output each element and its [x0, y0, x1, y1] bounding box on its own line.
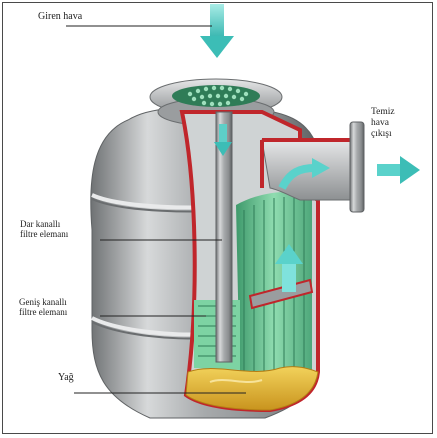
wide-filter-line-2: filtre elemanı — [19, 307, 67, 317]
narrow-filter-line-1: Dar kanallı — [20, 219, 68, 229]
clean-air-outlet-label: Temiz hava çıkışı — [371, 107, 395, 140]
oil-label: Yağ — [58, 372, 74, 383]
clean-air-outlet-line-1: Temiz — [371, 107, 395, 118]
narrow-filter-line-2: filtre elemanı — [20, 229, 68, 239]
wide-channel-filter-label: Geniş kanallı filtre elemanı — [19, 297, 67, 317]
narrow-channel-filter-label: Dar kanallı filtre elemanı — [20, 219, 68, 239]
clean-air-outlet-line-2: hava — [371, 118, 395, 129]
inlet-air-label: Giren hava — [38, 11, 82, 22]
clean-air-outlet-line-3: çıkışı — [371, 129, 395, 140]
wide-filter-line-1: Geniş kanallı — [19, 297, 67, 307]
